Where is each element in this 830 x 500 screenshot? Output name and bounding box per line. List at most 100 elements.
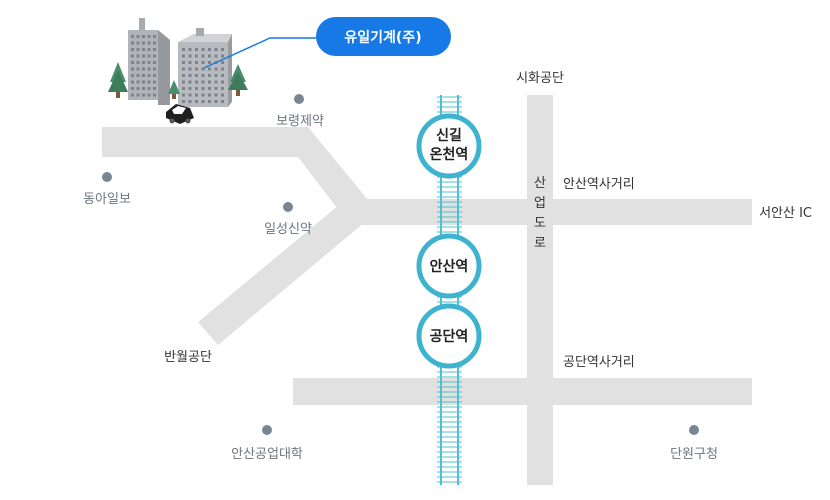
- window: [136, 87, 140, 90]
- label-danwon: 단원구청: [670, 447, 718, 462]
- window: [201, 54, 205, 58]
- window: [188, 54, 192, 58]
- label-donga: 동아일보: [83, 192, 131, 207]
- road-diagonal-lower: [198, 200, 365, 345]
- window: [142, 41, 145, 45]
- window: [208, 48, 211, 51]
- window: [153, 80, 156, 84]
- window: [136, 48, 140, 51]
- window: [221, 80, 224, 84]
- label-seoansan-ic: 서안산 IC: [759, 206, 812, 221]
- window: [147, 80, 151, 84]
- tree-icon: [108, 62, 128, 98]
- window: [188, 48, 192, 51]
- window: [182, 61, 185, 64]
- window: [195, 100, 198, 103]
- window: [201, 93, 205, 97]
- tree-icon: [168, 80, 180, 99]
- window: [142, 35, 145, 38]
- window: [221, 100, 224, 103]
- window: [147, 67, 151, 71]
- window: [221, 48, 224, 51]
- window: [136, 80, 140, 84]
- window: [131, 87, 134, 90]
- window: [214, 48, 218, 51]
- station-singil-line2: 온천역: [430, 146, 469, 163]
- company-badge[interactable]: 유일기계(주): [316, 17, 451, 56]
- marker-donga-dot: [102, 172, 112, 182]
- window: [214, 87, 218, 90]
- window: [208, 100, 211, 103]
- road-industrial-vertical: [527, 95, 553, 485]
- window: [214, 74, 218, 77]
- road-char-4: 로: [534, 236, 546, 251]
- station-gongdan[interactable]: 공단역: [416, 303, 482, 369]
- station-singil-onchon[interactable]: 신길 온천역: [416, 113, 482, 179]
- window: [214, 100, 218, 103]
- label-boryeong: 보령제약: [276, 114, 324, 129]
- window: [147, 54, 151, 58]
- window: [182, 54, 185, 58]
- place-labels: 시화공단 보령제약 동아일보 일성신약 안산역사거리 서안산 IC 반월공단 공…: [83, 71, 812, 462]
- window: [142, 67, 145, 71]
- window: [214, 67, 218, 71]
- company-callout-line: [203, 37, 318, 69]
- window: [201, 87, 205, 90]
- window: [201, 80, 205, 84]
- window: [147, 74, 151, 77]
- window: [195, 87, 198, 90]
- window: [131, 67, 134, 71]
- window: [147, 41, 151, 45]
- window: [208, 67, 211, 71]
- label-sihwa: 시화공단: [516, 71, 564, 86]
- window: [131, 54, 134, 58]
- window: [214, 93, 218, 97]
- window: [201, 61, 205, 64]
- window: [188, 87, 192, 90]
- window: [182, 48, 185, 51]
- station-singil-line1: 신길: [436, 128, 462, 144]
- window: [201, 48, 205, 51]
- marker-boryeong-dot: [294, 94, 304, 104]
- window: [221, 93, 224, 97]
- window: [195, 54, 198, 58]
- marker-ilsung-dot: [283, 202, 293, 212]
- window: [221, 61, 224, 64]
- window: [208, 74, 211, 77]
- window: [195, 67, 198, 71]
- window: [142, 54, 145, 58]
- window: [131, 93, 134, 97]
- label-ansan-univ: 안산공업대학: [231, 447, 303, 462]
- window: [182, 80, 185, 84]
- window: [142, 61, 145, 64]
- company-badge-label: 유일기계(주): [344, 30, 421, 46]
- window: [142, 87, 145, 90]
- label-banwol: 반월공단: [164, 350, 212, 365]
- window: [136, 54, 140, 58]
- label-ilsung: 일성신약: [264, 222, 312, 237]
- window: [153, 41, 156, 45]
- window: [136, 67, 140, 71]
- roads: [102, 95, 752, 485]
- road-east-west-lower: [293, 378, 752, 405]
- window: [195, 93, 198, 97]
- building-windows-2: [182, 48, 224, 103]
- window: [214, 80, 218, 84]
- road-char-1: 산: [534, 176, 546, 191]
- window: [208, 54, 211, 58]
- road-industrial-label: 산 업 도 로: [534, 176, 546, 251]
- window: [153, 48, 156, 51]
- window: [142, 80, 145, 84]
- window: [142, 93, 145, 97]
- marker-danwon-dot: [689, 425, 699, 435]
- company-buildings-illustration: [108, 18, 248, 124]
- window: [221, 54, 224, 58]
- window: [147, 87, 151, 90]
- station-ansan[interactable]: 안산역: [416, 233, 482, 299]
- window: [195, 74, 198, 77]
- window: [136, 35, 140, 38]
- window: [147, 35, 151, 38]
- window: [136, 41, 140, 45]
- window: [136, 61, 140, 64]
